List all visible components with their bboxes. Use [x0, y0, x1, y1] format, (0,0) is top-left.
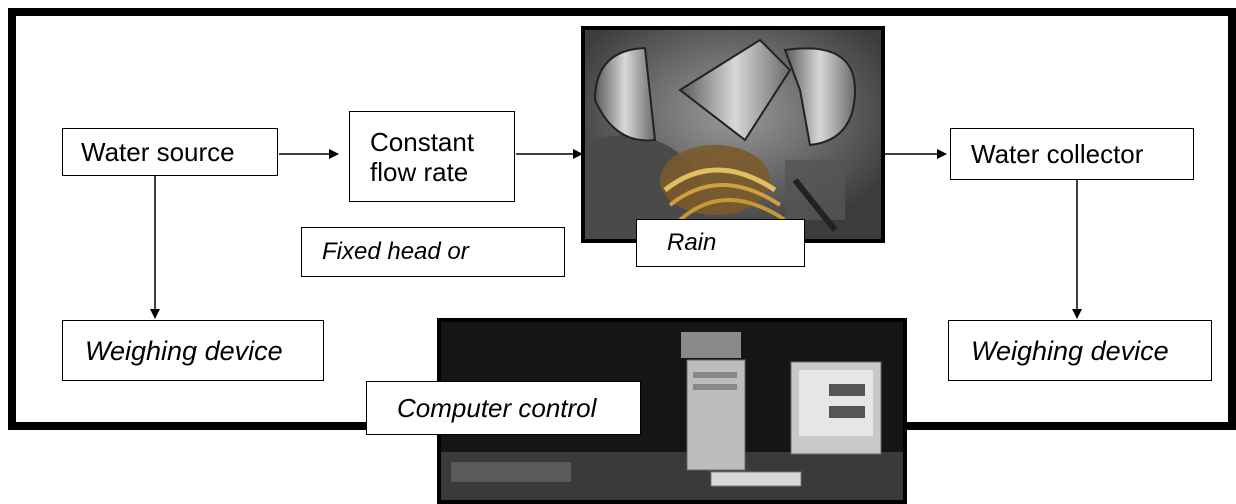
water-collector-label: Water collector — [971, 139, 1144, 169]
weighing-device-left-label: Weighing device — [85, 335, 283, 366]
weighing-device-left-box: Weighing device — [62, 320, 324, 381]
rain-box: Rain — [636, 219, 805, 267]
water-source-box: Water source — [62, 128, 278, 176]
weighing-device-right-box: Weighing device — [948, 320, 1212, 381]
weighing-device-right-label: Weighing device — [971, 335, 1169, 366]
constant-flow-label-line2: flow rate — [370, 156, 469, 187]
water-source-label: Water source — [81, 137, 235, 167]
computer-control-label: Computer control — [397, 393, 597, 423]
rain-gauge-illustration — [585, 30, 881, 239]
fixed-head-box: Fixed head or — [301, 227, 565, 277]
fixed-head-label: Fixed head or — [322, 238, 469, 265]
constant-flow-label-line1: Constant — [370, 126, 475, 157]
constant-flow-box: Constant flow rate — [349, 111, 515, 202]
computer-control-box: Computer control — [366, 381, 641, 435]
water-collector-box: Water collector — [950, 128, 1194, 180]
rain-label: Rain — [667, 229, 717, 256]
